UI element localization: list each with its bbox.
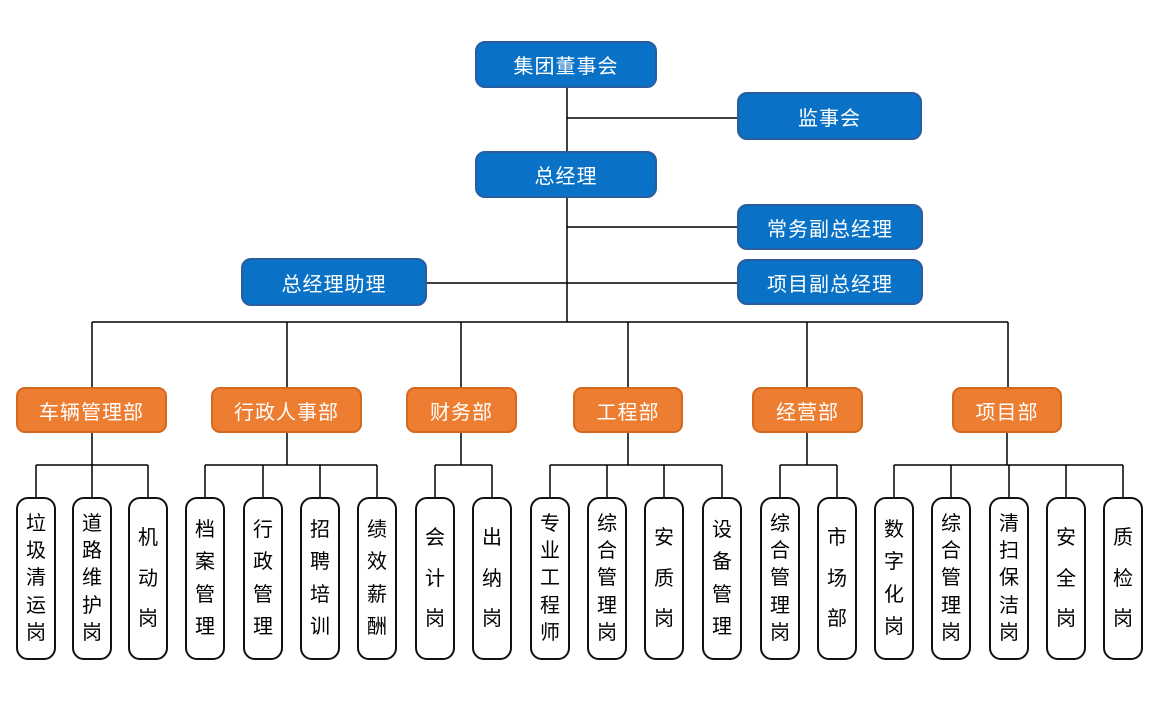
node-position-accounting: 会计岗 bbox=[415, 497, 455, 660]
node-position-mobile-duty: 机动岗 bbox=[128, 497, 168, 660]
node-position-quality-inspection: 质检岗 bbox=[1103, 497, 1143, 660]
node-board-of-directors: 集团董事会 bbox=[475, 41, 657, 88]
node-dept-vehicle-management: 车辆管理部 bbox=[16, 387, 167, 433]
node-position-administration-management: 行政管理 bbox=[243, 497, 283, 660]
node-position-market-dept: 市场部 bbox=[817, 497, 857, 660]
node-gm-assistant: 总经理助理 bbox=[241, 258, 427, 306]
node-position-digitalization: 数字化岗 bbox=[874, 497, 914, 660]
node-position-general-management-proj: 综合管理岗 bbox=[931, 497, 971, 660]
node-position-cashier: 出纳岗 bbox=[472, 497, 512, 660]
node-position-garbage-removal: 垃圾清运岗 bbox=[16, 497, 56, 660]
node-dept-engineering: 工程部 bbox=[573, 387, 683, 433]
node-position-professional-engineer: 专业工程师 bbox=[530, 497, 570, 660]
node-general-manager: 总经理 bbox=[475, 151, 657, 198]
node-position-archives-management: 档案管理 bbox=[185, 497, 225, 660]
node-position-performance-compensation: 绩效薪酬 bbox=[357, 497, 397, 660]
node-position-equipment-management: 设备管理 bbox=[702, 497, 742, 660]
node-dept-admin-hr: 行政人事部 bbox=[211, 387, 362, 433]
node-position-cleaning: 清扫保洁岗 bbox=[989, 497, 1029, 660]
node-dept-finance: 财务部 bbox=[406, 387, 517, 433]
node-position-road-maintenance: 道路维护岗 bbox=[72, 497, 112, 660]
node-dept-operations: 经营部 bbox=[752, 387, 863, 433]
node-dept-project: 项目部 bbox=[952, 387, 1062, 433]
node-project-deputy-gm: 项目副总经理 bbox=[737, 259, 923, 305]
node-position-recruitment-training: 招聘培训 bbox=[300, 497, 340, 660]
node-supervisory-board: 监事会 bbox=[737, 92, 922, 140]
node-position-general-management-eng: 综合管理岗 bbox=[587, 497, 627, 660]
node-position-safety-quality: 安质岗 bbox=[644, 497, 684, 660]
node-executive-deputy-gm: 常务副总经理 bbox=[737, 204, 923, 250]
node-position-general-management-ops: 综合管理岗 bbox=[760, 497, 800, 660]
node-position-safety: 安全岗 bbox=[1046, 497, 1086, 660]
